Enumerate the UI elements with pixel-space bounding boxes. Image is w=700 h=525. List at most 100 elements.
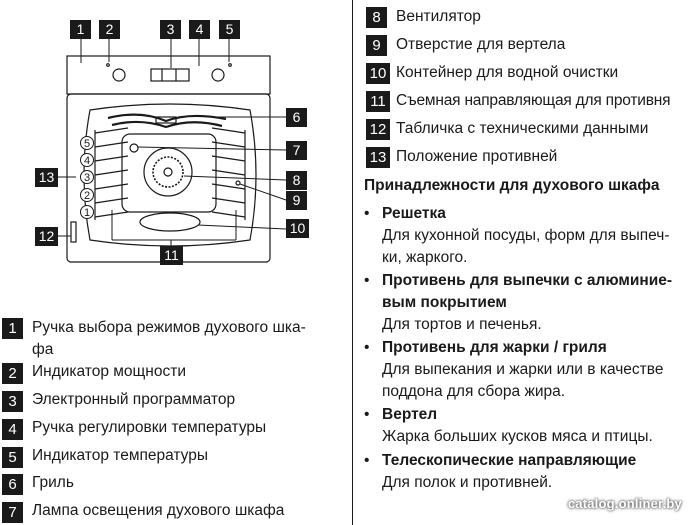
svg-text:12: 12 xyxy=(39,228,55,244)
legend-label-3: Электронный программатор xyxy=(32,391,236,408)
svg-text:1: 1 xyxy=(84,207,90,219)
svg-text:7: 7 xyxy=(293,142,301,158)
legend-label-1: Ручка выбора режимов духового шка- xyxy=(32,319,306,336)
right-shelf-support xyxy=(211,127,246,220)
callout-5: 5 xyxy=(219,20,240,39)
legend-num-9: 9 xyxy=(366,35,387,56)
accessory-title: Решетка xyxy=(382,205,446,222)
rating-plate xyxy=(70,221,77,243)
svg-text:8: 8 xyxy=(293,172,301,188)
legend-num-5: 5 xyxy=(2,447,23,468)
svg-text:5: 5 xyxy=(226,21,234,37)
callout-6: 6 xyxy=(286,108,307,127)
accessory-item: • Противень для выпечки с алюминие- вым … xyxy=(364,270,700,336)
accessory-item: • Телескопические направляющие Для полок… xyxy=(364,450,700,494)
legend-label-13: Положение противней xyxy=(396,148,558,165)
spit-hole xyxy=(235,180,241,186)
legend-num-4: 4 xyxy=(2,419,23,440)
bullet-icon: • xyxy=(364,205,370,222)
legend-label-8: Вентилятор xyxy=(396,8,481,25)
svg-text:9: 9 xyxy=(293,192,301,208)
callout-8: 8 xyxy=(286,171,307,190)
svg-text:10: 10 xyxy=(290,220,306,236)
shelf-level-3: 3 xyxy=(80,170,94,184)
accessory-desc: Для кухонной посуды, форм для выпеч- xyxy=(382,227,670,244)
grill-element xyxy=(107,113,227,129)
legend-label-5: Индикатор температуры xyxy=(32,447,209,464)
callout-7: 7 xyxy=(286,141,307,160)
callout-1: 1 xyxy=(70,20,91,39)
svg-text:11: 11 xyxy=(164,247,179,263)
svg-text:13: 13 xyxy=(39,169,55,185)
accessory-desc: Для полок и противней. xyxy=(382,474,553,491)
legend-num-8: 8 xyxy=(366,7,387,28)
legend-label-11: Съемная направляющая для противня xyxy=(396,92,671,109)
legend-num-7: 7 xyxy=(2,502,23,523)
svg-text:1: 1 xyxy=(77,21,85,37)
legend-num-3: 3 xyxy=(2,391,23,412)
fan-cover xyxy=(143,147,193,197)
water-container xyxy=(139,212,201,232)
accessory-item: • Противень для жарки / гриля Для выпека… xyxy=(364,337,700,403)
oven-cavity xyxy=(83,103,257,247)
bullet-icon: • xyxy=(364,339,370,356)
bullet-icon: • xyxy=(364,452,370,469)
control-panel xyxy=(66,55,271,95)
callout-2: 2 xyxy=(99,20,120,39)
shelf-level-5: 5 xyxy=(80,136,94,150)
fan xyxy=(152,156,184,188)
shelf-level-2: 2 xyxy=(80,188,94,202)
callout-11: 11 xyxy=(160,246,183,265)
shelf-level-4: 4 xyxy=(80,153,94,167)
legend-num-10: 10 xyxy=(366,63,390,84)
temperature-knob xyxy=(211,68,225,82)
temperature-indicator xyxy=(228,63,232,67)
legend-num-2: 2 xyxy=(2,363,23,384)
svg-text:2: 2 xyxy=(84,190,90,202)
legend-label-12: Табличка с техническими данными xyxy=(396,120,649,137)
callout-10: 10 xyxy=(286,219,309,238)
svg-text:3: 3 xyxy=(84,172,90,184)
power-indicator xyxy=(106,63,110,67)
mode-knob xyxy=(112,68,126,82)
oven-lamp xyxy=(129,143,139,153)
accessory-title: Телескопические направляющие xyxy=(382,452,637,469)
bullet-icon: • xyxy=(364,406,370,423)
legend-label-7: Лампа освещения духового шкафа xyxy=(32,502,285,519)
legend-num-1: 1 xyxy=(2,318,23,339)
accessory-desc: Для тортов и печенья. xyxy=(382,316,542,333)
legend-num-13: 13 xyxy=(366,147,390,168)
accessory-desc: ки, жаркого. xyxy=(382,249,468,266)
accessory-desc: поддона для сбора жира. xyxy=(382,383,566,400)
callout-12: 12 xyxy=(35,227,58,246)
svg-text:4: 4 xyxy=(196,21,204,37)
bullet-icon: • xyxy=(364,272,370,289)
legend-label-6: Гриль xyxy=(32,474,74,491)
accessory-title: Противень для жарки / гриля xyxy=(382,339,607,356)
callout-3: 3 xyxy=(160,20,181,39)
accessory-title: вым покрытием xyxy=(382,294,507,311)
svg-text:6: 6 xyxy=(293,109,301,125)
shelf-level-1: 1 xyxy=(80,205,94,219)
accessory-item: • Решетка Для кухонной посуды, форм для … xyxy=(364,203,700,269)
watermark: catalog.onliner.by xyxy=(567,496,682,511)
legend-label-10: Контейнер для водной очистки xyxy=(396,64,619,81)
accessory-title: Вертел xyxy=(382,406,438,423)
svg-text:2: 2 xyxy=(106,21,114,37)
callout-9: 9 xyxy=(286,191,307,210)
accessory-item: • Вертел Жарка больших кусков мяса и пти… xyxy=(364,404,700,448)
legend-num-11: 11 xyxy=(366,91,390,112)
accessory-title: Противень для выпечки с алюминие- xyxy=(382,272,673,289)
cavity-back-wall xyxy=(121,133,217,213)
legend-label-2: Индикатор мощности xyxy=(32,363,186,380)
column-divider xyxy=(352,0,353,525)
callout-13: 13 xyxy=(35,168,58,187)
programmer-display xyxy=(150,68,190,82)
legend-label-9: Отверстие для вертела xyxy=(396,36,566,53)
svg-text:3: 3 xyxy=(167,21,175,37)
legend-num-12: 12 xyxy=(366,119,390,140)
left-shelf-support xyxy=(94,127,129,220)
svg-text:5: 5 xyxy=(84,138,90,150)
svg-text:4: 4 xyxy=(84,155,90,167)
legend-num-6: 6 xyxy=(2,474,23,495)
